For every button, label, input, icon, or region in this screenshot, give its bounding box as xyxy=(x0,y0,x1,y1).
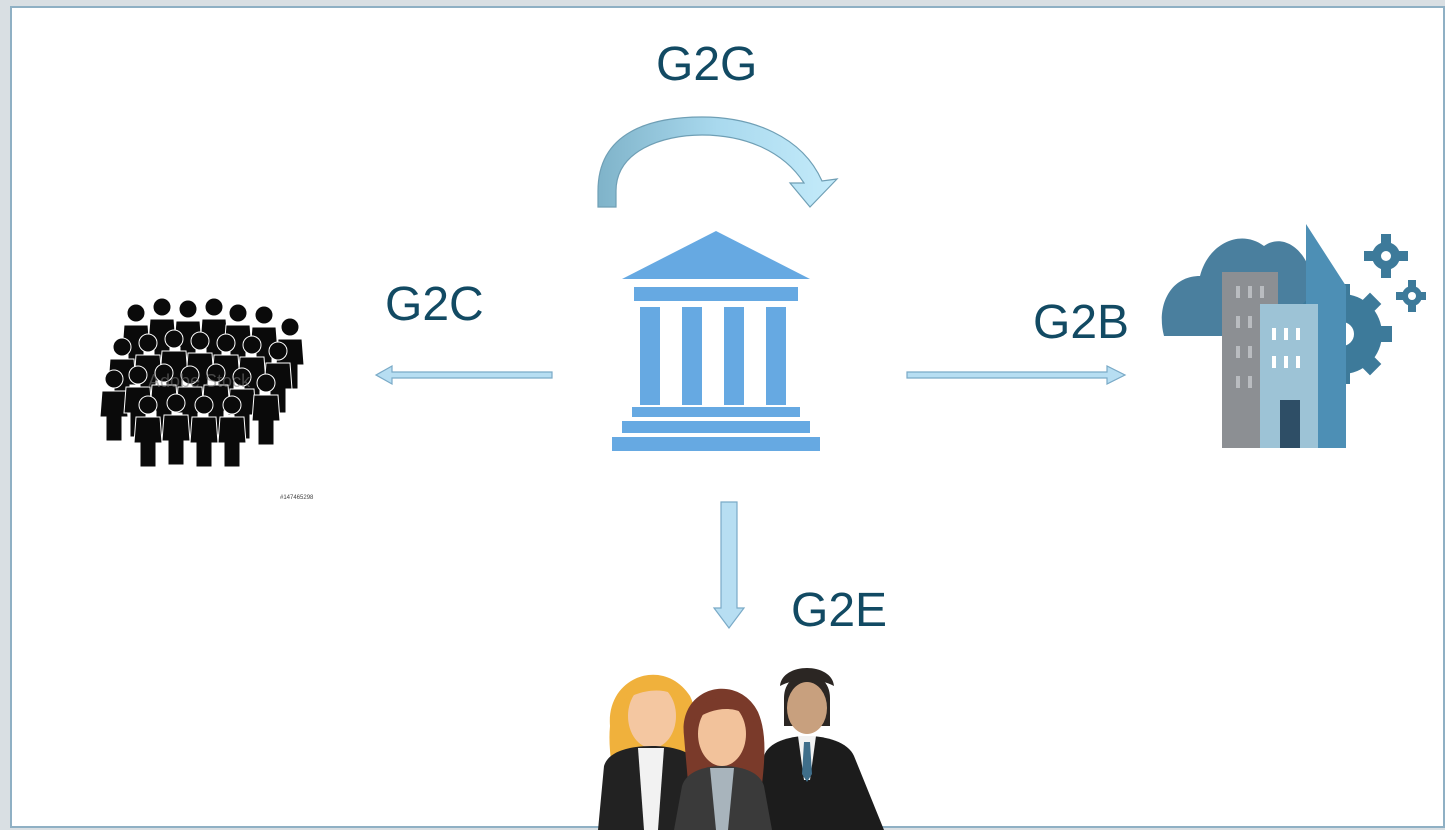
g2c-arrow xyxy=(374,364,553,386)
g2e-label: G2E xyxy=(791,584,888,637)
person-silhouette xyxy=(217,395,247,468)
person-silhouette xyxy=(133,395,163,468)
g2b-arrow xyxy=(906,365,1127,385)
g2g-curved-arrow xyxy=(597,116,839,208)
person-silhouette xyxy=(189,395,219,468)
g2c-label: G2C xyxy=(385,278,484,331)
person-silhouette xyxy=(251,373,281,446)
stock-id-text: #147465298 xyxy=(280,495,314,501)
g2g-label: G2G xyxy=(656,38,758,91)
business-building-icon xyxy=(1161,224,1426,448)
person-silhouette xyxy=(161,393,191,466)
watermark-text: Adobe Stock xyxy=(148,371,251,391)
g2e-arrow xyxy=(712,501,746,629)
employees-icon xyxy=(598,668,884,830)
diagram-canvas: G2G G2C Adobe Stock #147465298 G2B xyxy=(10,6,1445,830)
person-silhouette xyxy=(99,369,129,442)
crowd-icon xyxy=(99,297,305,468)
g2b-label: G2B xyxy=(1033,296,1130,349)
government-building-icon xyxy=(612,231,820,451)
